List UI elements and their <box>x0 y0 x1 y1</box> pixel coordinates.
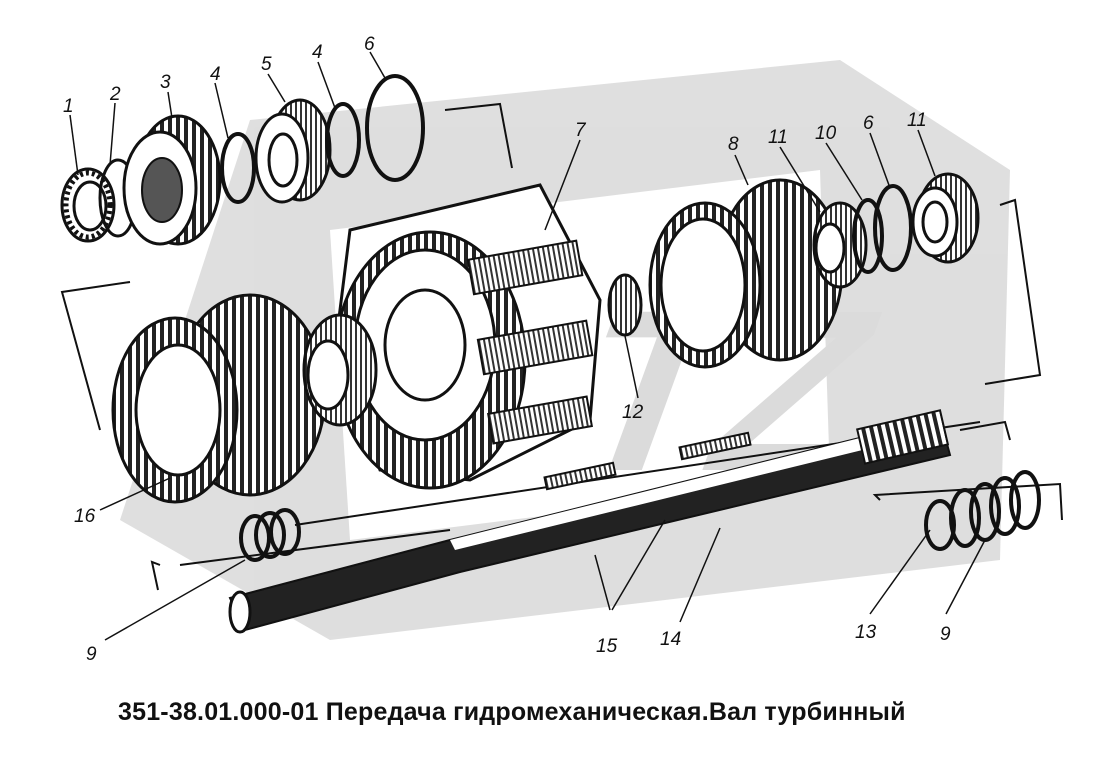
callout-6b: 6 <box>863 113 874 134</box>
ring-10 <box>852 198 884 274</box>
callout-2: 2 <box>109 84 121 105</box>
bearing-11b <box>911 172 980 264</box>
diagram-caption: 351-38.01.000-01 Передача гидромеханичес… <box>118 698 906 726</box>
lock-washer-1 <box>60 167 116 243</box>
spacer-ring-4a <box>220 132 256 204</box>
leader-lines <box>69 51 986 641</box>
callout-16: 16 <box>74 506 96 527</box>
callout-7: 7 <box>575 120 587 141</box>
callout-10: 10 <box>815 123 837 144</box>
callout-11b: 11 <box>907 110 927 131</box>
callout-1: 1 <box>63 96 74 117</box>
seal-rings-9a <box>239 508 301 562</box>
callout-labels: 1 2 3 4 5 4 6 7 8 11 10 6 11 12 16 9 15 … <box>63 34 951 665</box>
seal-rings-9b <box>949 470 1041 548</box>
callout-4b: 4 <box>312 42 323 63</box>
callout-9b: 9 <box>940 624 951 645</box>
ring-gear-8 <box>648 178 844 369</box>
callout-6a: 6 <box>364 34 375 55</box>
callout-3: 3 <box>160 72 171 93</box>
snap-ring-6b <box>873 184 913 272</box>
bearing-center <box>302 313 378 427</box>
gear-16 <box>111 293 327 504</box>
turbine-shaft <box>228 409 952 634</box>
spacer-ring-4b <box>325 102 361 178</box>
callout-4a: 4 <box>210 64 221 85</box>
keys-15 <box>543 431 752 491</box>
bearing-5 <box>254 98 332 204</box>
callout-5: 5 <box>261 54 272 75</box>
gear-3 <box>122 114 222 246</box>
seal-ring-13 <box>924 499 956 551</box>
callout-11a: 11 <box>768 127 788 148</box>
snap-ring-6a <box>365 74 425 182</box>
callout-8: 8 <box>728 134 739 155</box>
bearing-12 <box>607 273 643 337</box>
callout-9a: 9 <box>86 644 97 665</box>
callout-13: 13 <box>855 622 877 643</box>
clutch-drum-7 <box>333 183 602 490</box>
callout-12: 12 <box>622 402 644 423</box>
bearing-11a <box>812 201 868 289</box>
callout-15: 15 <box>596 636 618 657</box>
callout-14: 14 <box>660 629 681 650</box>
